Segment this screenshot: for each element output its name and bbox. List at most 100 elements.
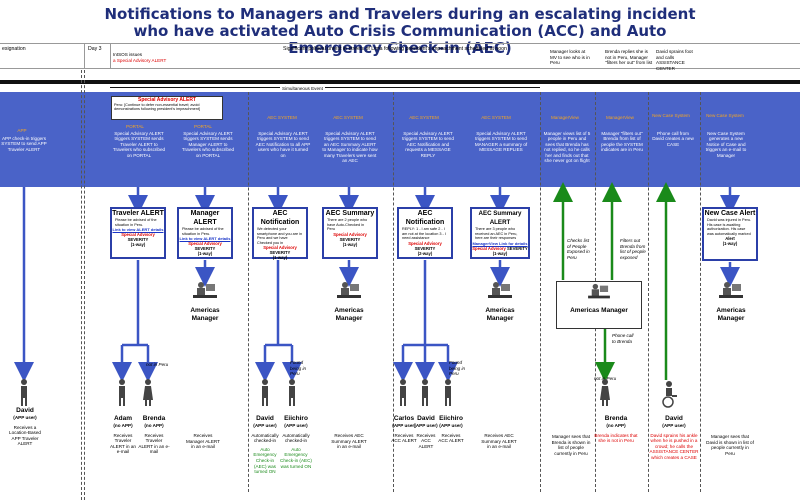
traveler-alert-link[interactable]: Link to view ALERT details	[112, 227, 164, 233]
person-eiichiro-1	[289, 379, 295, 406]
brenda-1-desc: Receives Traveler ALERT in an e-mail	[138, 432, 170, 455]
band-portal2-label: PORTAL	[194, 124, 212, 129]
sev-word: SEVERITY	[507, 245, 528, 251]
sev-word: SEVERITY	[127, 237, 149, 243]
sa-box: Special Advisory ALERT Peru: [Continue t…	[111, 96, 223, 120]
aec-summary-box: AEC Summary There are 2 people who have …	[322, 207, 378, 259]
band-mv2-text: Manager "filters out" Brenda from list o…	[601, 131, 643, 153]
manager-alert-box: Manager ALERT Please be advised of the s…	[177, 207, 233, 259]
eiichiro-1-green: Auto Emergency Check-in (AEC) was turned…	[280, 446, 312, 469]
aec-notification-2way-severity: Special Advisory SEVERITY(2-way)	[399, 241, 451, 256]
caption-david-3: David (APP user) Receives ACC ALERT	[414, 415, 438, 449]
caption-manager-sees: Manager sees that Brenda is shown in lis…	[551, 434, 591, 456]
title-line-1: Notifications to Managers and Travelers …	[104, 5, 696, 23]
adam-desc: Receives Traveler ALERT in an e-mail	[110, 432, 136, 455]
manager-4-box: Americas Manager	[556, 281, 642, 329]
caption-david-2: David (APP user) Automatically checked-i…	[250, 415, 280, 475]
band-portal1-label: PORTAL	[126, 124, 144, 129]
carlos-desc: Receives ACC ALERT	[391, 432, 417, 444]
person-david-1	[21, 379, 27, 406]
new-case-alert-box: New Case Alert David was injured in Peru…	[702, 207, 758, 261]
david-4-role: (APP user)	[662, 423, 686, 428]
manager-2-label: Americas Manager	[334, 307, 364, 322]
band-mv1-text: Manager views list of 5 people in Peru a…	[543, 131, 591, 164]
band-aec2-label: AEC SYSTEM	[333, 115, 363, 120]
carlos-name: Carlos	[393, 415, 415, 422]
band-aec1-label: AEC SYSTEM	[267, 115, 297, 120]
traveler-alert-body: Please be advised of the situation in Pe…	[115, 218, 157, 227]
brenda-1-role: (no APP)	[144, 423, 164, 428]
caption-eiichiro-1: Eiichiro (APP user) Automatically checke…	[280, 415, 312, 469]
manager-1-label: Americas Manager	[190, 307, 220, 322]
sev-val: (1-way)	[492, 250, 508, 256]
manager-5-label: Americas Manager	[716, 307, 746, 322]
manager-3: Americas Manager	[475, 280, 525, 323]
aec-notification-severity: Special Advisory SEVERITY(1-way)	[254, 245, 306, 260]
david-3-desc: Receives ACC ALERT	[416, 432, 436, 449]
david-2-role: (APP user)	[253, 423, 277, 428]
manager-alert-body: Please be advised of the situation in Pe…	[182, 227, 224, 236]
sa-box-title: Special Advisory ALERT	[138, 97, 196, 103]
note-check-list: Checks list of People Exposed in Peru	[567, 238, 590, 260]
sev-val: (1-way)	[342, 241, 358, 247]
brenda-1-name: Brenda	[142, 415, 166, 422]
person-eiichiro-2	[445, 379, 451, 406]
sev-val: (2-way)	[417, 250, 433, 256]
david-1-role: (APP user)	[13, 415, 37, 420]
caption-brenda-1: Brenda (no APP) Receives Traveler ALERT …	[138, 415, 170, 455]
note-filters: Filters out Brenda from list of people e…	[620, 238, 646, 260]
person-david-wheelchair	[662, 381, 677, 408]
header-mgr-looks: Manager looks at MV to see who is in Per…	[550, 49, 590, 66]
band-aec3-text: Special Advisory ALERT triggers SYSTEM t…	[402, 131, 454, 158]
traveler-alert-title: Traveler ALERT	[112, 210, 164, 217]
new-case-alert-severity: Alert(1-way)	[704, 236, 756, 246]
separator-8	[700, 92, 701, 492]
band-case1-label: New Case System	[652, 113, 690, 118]
aec-notification-title: AEC Notification	[260, 210, 300, 226]
manager-desk-icon	[337, 282, 361, 298]
note-found-2: Found being in Peru	[449, 360, 466, 377]
sev-label: Special Advisory	[408, 240, 442, 246]
manager-3-label: Americas Manager	[485, 307, 515, 322]
header-top-line	[0, 43, 800, 44]
traveler-alert-severity: Special Advisory SEVERITY(1-way)	[112, 232, 164, 247]
person-carlos	[400, 379, 406, 406]
eiichiro-2-desc: Receives ACC ALERT	[438, 432, 464, 444]
manager-alert-link[interactable]: Link to view ALERT details	[179, 236, 231, 242]
caption-david-1: David (APP user) Receives a Location-Bas…	[4, 407, 46, 447]
band-mv2-label: ManagerView	[605, 115, 634, 120]
note-not-in-peru-1: not in Peru	[146, 362, 169, 367]
manager-5: Americas Manager	[706, 280, 756, 323]
note-phone: Phone call to Brenda	[612, 333, 634, 344]
brenda-2-red: Brenda indicates that she is not in Peru	[594, 432, 638, 444]
sev-val: (1-way)	[130, 242, 146, 248]
note-found-1: Found being in Peru	[290, 360, 307, 377]
david-3-role: (APP user)	[414, 423, 438, 428]
david-2-desc: Automatically checked-in	[251, 432, 279, 444]
aec-notification-2way-box: AEC Notification REPLY: 1 - I am safe 2 …	[397, 207, 453, 259]
new-case-alert-body: David was injured in Peru. His case is a…	[707, 218, 752, 236]
header-intsos: IntSOS issues a Special Advisory ALERT	[113, 52, 193, 63]
sev-label: Special Advisory	[121, 232, 155, 238]
band-case1-text: Phone call from David creates a new CASE	[652, 131, 694, 147]
caption-manager-sees-2: Manager sees that David is shown in list…	[706, 434, 754, 456]
aec-notification-2way-body: REPLY: 1 - I am safe 2 - I am not at the…	[402, 227, 446, 241]
aec-notification-body: We detected your smartphone and you are …	[257, 227, 303, 245]
manager-desk-icon	[588, 283, 610, 299]
sev-word: SEVERITY	[339, 236, 361, 242]
caption-david-4: David (APP user) David sprains his ankle…	[648, 415, 700, 461]
aec-summary-alert-link[interactable]: ManagerView Link for details	[472, 240, 528, 246]
sev-label: Alert	[725, 236, 735, 242]
adam-name: Adam	[113, 415, 133, 422]
band-case2-label: New Case System	[706, 113, 744, 118]
manager-2: Americas Manager	[324, 280, 374, 323]
person-adam	[119, 379, 125, 406]
eiichiro-1-name: Eiichiro	[284, 415, 308, 422]
caption-adam: Adam (no APP) Receives Traveler ALERT in…	[108, 415, 138, 455]
aec-notification-2way-title: AEC Notification	[405, 210, 445, 226]
header-divider-2	[110, 43, 111, 68]
sev-label: Special Advisory	[263, 245, 297, 251]
eiichiro-2-role: (APP user)	[439, 423, 463, 428]
